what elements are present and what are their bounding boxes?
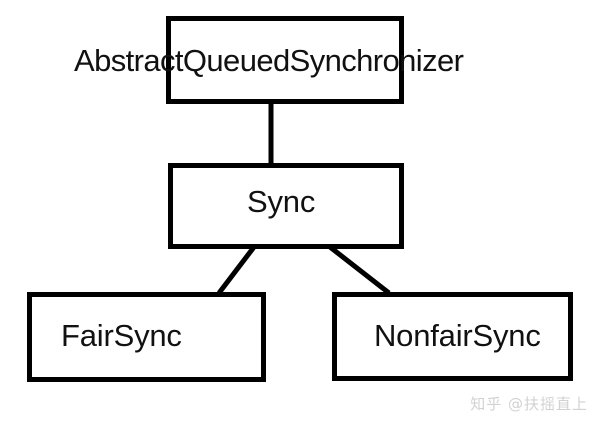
node-label-nonfairsync: NonfairSync xyxy=(374,318,541,353)
node-label-fairsync: FairSync xyxy=(61,318,182,353)
edge-sync-to-nonfairsync xyxy=(328,245,391,295)
edge-sync-to-fairsync xyxy=(217,245,256,295)
node-box-fairsync xyxy=(27,292,266,382)
node-label-abstractqueuedsynchronizer: AbstractQueuedSynchronizer xyxy=(74,43,464,78)
node-label-sync: Sync xyxy=(247,184,316,219)
watermark: 知乎 @扶摇直上 xyxy=(470,395,588,413)
node-box-nonfairsync xyxy=(332,292,573,381)
node-box-abstractqueuedsynchronizer xyxy=(166,16,404,104)
node-box-sync xyxy=(168,163,404,249)
